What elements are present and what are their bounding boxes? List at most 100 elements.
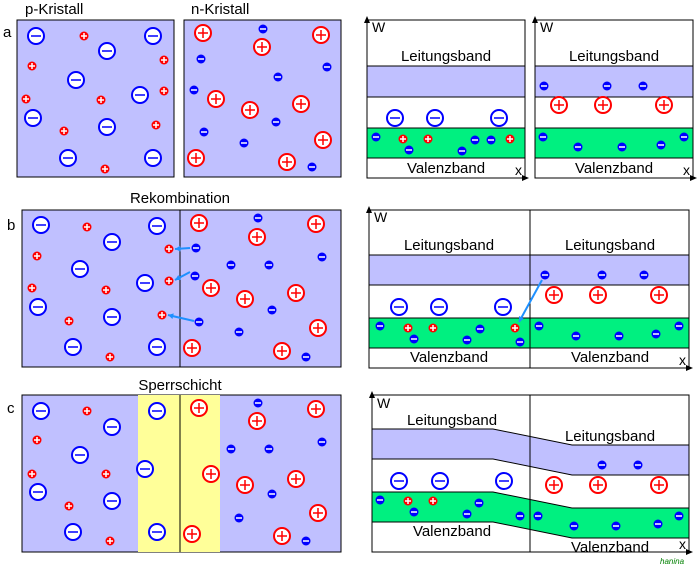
hole: [27, 469, 37, 479]
donor-ion: [287, 284, 305, 302]
donor-ion: [550, 96, 568, 114]
hole: [159, 86, 169, 96]
row-b-letter: b: [7, 217, 15, 234]
electron: [486, 135, 496, 145]
donor-ion: [650, 286, 668, 304]
hole: [21, 94, 31, 104]
hole: [96, 95, 106, 105]
donor-ion: [307, 215, 325, 233]
axis-arrows: [364, 16, 529, 181]
acceptor-ion: [98, 42, 116, 60]
valence-band-label: Valenzband: [571, 539, 649, 556]
hole: [59, 126, 69, 136]
acceptor-ion: [27, 27, 45, 45]
valence-band-label: Valenzband: [407, 160, 485, 177]
n-crystal-title: n-Kristall: [191, 1, 249, 18]
donor-ion: [248, 412, 266, 430]
donor-ion: [655, 96, 673, 114]
electron: [307, 162, 317, 172]
hole: [159, 55, 169, 65]
donor-ion: [309, 504, 327, 522]
electron: [409, 507, 419, 517]
electron: [264, 444, 274, 454]
electron: [597, 460, 607, 470]
electron: [191, 243, 201, 253]
donor-ion: [202, 465, 220, 483]
acceptor-ion: [148, 217, 166, 235]
acceptor-ion: [144, 149, 162, 167]
axis-arrows: [366, 206, 693, 371]
hole: [398, 134, 408, 144]
hole: [164, 244, 174, 254]
depletion-title: Sperrschicht: [138, 377, 222, 394]
row-c-letter: c: [7, 400, 15, 417]
electron: [540, 270, 550, 280]
valence-band: [534, 127, 694, 159]
valence-band-label: Valenzband: [575, 160, 653, 177]
recombination-arrow: [174, 245, 191, 252]
acceptor-ion: [59, 149, 77, 167]
band-diagram-a-p: Leitungsband Valenzband W x: [366, 19, 526, 179]
electron: [515, 511, 525, 521]
acceptor-ion: [390, 298, 408, 316]
electron: [196, 54, 206, 64]
acceptor-ion: [495, 472, 513, 490]
signature: hanina: [660, 557, 685, 566]
row-a-letter: a: [3, 24, 12, 41]
recombination-arrow: [518, 279, 543, 323]
acceptor-ion: [64, 523, 82, 541]
hole: [164, 276, 174, 286]
hole: [27, 61, 37, 71]
donor-ion: [312, 26, 330, 44]
conduction-band: [368, 254, 690, 286]
acceptor-ion: [390, 472, 408, 490]
electron: [258, 24, 268, 34]
acceptor-ion: [103, 233, 121, 251]
electron: [569, 521, 579, 531]
donor-ion: [309, 319, 327, 337]
electron: [234, 513, 244, 523]
electron: [301, 352, 311, 362]
acceptor-ion: [71, 260, 89, 278]
electron: [375, 321, 385, 331]
electron: [470, 135, 480, 145]
donor-ion: [183, 525, 201, 543]
conduction-band: [366, 65, 526, 98]
acceptor-ion: [386, 109, 404, 127]
donor-ion: [236, 476, 254, 494]
recombination-title: Rekombination: [130, 190, 230, 207]
electron: [617, 142, 627, 152]
electron: [475, 324, 485, 334]
electron: [651, 329, 661, 339]
electron: [253, 398, 263, 408]
p-crystal-title: p-Kristall: [25, 1, 83, 18]
acceptor-ion: [494, 298, 512, 316]
hole: [82, 222, 92, 232]
hole: [105, 536, 115, 546]
electron: [194, 317, 204, 327]
electron: [653, 519, 663, 529]
acceptor-ion: [64, 338, 82, 356]
electron: [639, 270, 649, 280]
band-diagram-c: Leitungsband Leitungsband Valenzband Val…: [371, 394, 690, 556]
donor-ion: [278, 153, 296, 171]
axis-arrows: [369, 391, 693, 555]
valence-band-label: Valenzband: [413, 523, 491, 540]
electron: [457, 146, 467, 156]
y-axis-label: W: [540, 19, 554, 35]
electron: [515, 337, 525, 347]
electron: [267, 305, 277, 315]
hole: [510, 323, 520, 333]
hole: [423, 134, 433, 144]
acceptor-ion: [103, 418, 121, 436]
hole: [27, 283, 37, 293]
electron: [679, 132, 689, 142]
hole: [32, 435, 42, 445]
conduction-band-label: Leitungsband: [565, 428, 655, 445]
electron: [267, 489, 277, 499]
donor-ion: [273, 527, 291, 545]
donor-ion: [314, 131, 332, 149]
electron: [271, 117, 281, 127]
donor-ion: [190, 399, 208, 417]
hole: [151, 120, 161, 130]
